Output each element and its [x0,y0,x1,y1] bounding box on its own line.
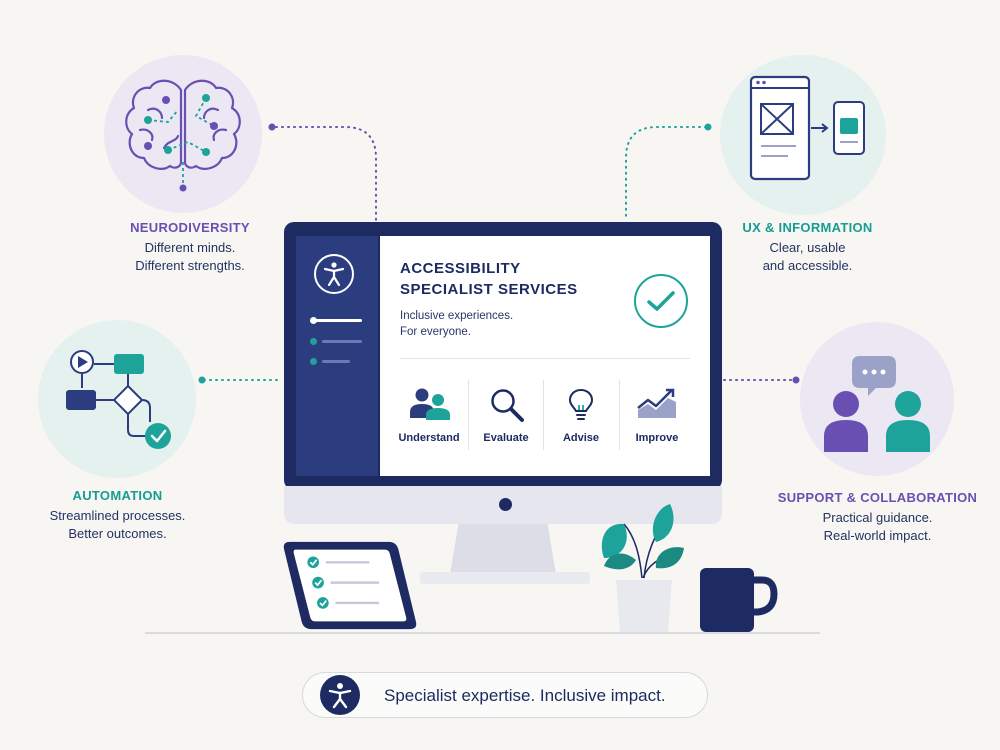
feature-desc-line: and accessible. [762,258,853,273]
service-divider [619,380,620,450]
wireframe-icon [749,75,865,181]
desk-surface [145,632,820,634]
feature-ux: UX & INFORMATION Clear, usable and acces… [715,220,900,275]
feature-desc-line: Different strengths. [135,258,245,273]
sidebar-item-dot [310,317,317,324]
screen-subtitle-line: For everyone. [400,326,471,338]
people-icon [410,388,450,420]
screen-title: ACCESSIBILITY SPECIALIST SERVICES [400,258,578,300]
mug-icon [700,568,778,632]
feature-desc-line: Real-world impact. [823,528,932,543]
people-chat-icon [824,356,930,452]
feature-automation: AUTOMATION Streamlined processes. Better… [30,488,205,543]
lightbulb-icon [568,388,594,420]
screen-subtitle-line: Inclusive experiences. [400,310,514,322]
screen-title-line: SPECIALIST SERVICES [400,281,578,298]
sidebar-item-active[interactable] [312,319,362,322]
feature-desc-line: Practical guidance. [822,510,933,525]
monitor-stand [450,524,556,574]
feature-neurodiversity: NEURODIVERSITY Different minds. Differen… [100,220,280,275]
feature-desc-line: Different minds. [144,240,236,255]
feature-title: NEURODIVERSITY [130,220,250,235]
sidebar-item[interactable] [322,340,362,343]
content-divider [400,358,690,359]
service-label-advise: Advise [562,432,600,444]
feature-support: SUPPORT & COLLABORATION Practical guidan… [770,490,985,545]
tagline-text: Specialist expertise. Inclusive impact. [384,686,666,705]
feature-title: UX & INFORMATION [742,220,873,235]
flowchart-icon [66,350,171,449]
feature-desc-line: Better outcomes. [68,526,167,541]
service-divider [543,380,544,450]
check-badge-icon [634,274,688,328]
sidebar-item[interactable] [322,360,350,363]
feature-desc-line: Clear, usable [769,240,846,255]
magnifier-icon [491,389,524,422]
screen-subtitle: Inclusive experiences. For everyone. [400,308,513,340]
power-button[interactable] [499,498,512,511]
feature-title: SUPPORT & COLLABORATION [777,490,978,505]
service-label-improve: Improve [635,432,679,444]
service-label-evaluate: Evaluate [483,432,529,444]
checklist-tablet [283,541,417,630]
plant-icon [601,504,684,632]
screen-title-line: ACCESSIBILITY [400,260,521,277]
sidebar-item-dot [310,358,317,365]
growth-chart-icon [637,388,676,418]
service-divider [468,380,469,450]
feature-desc-line: Streamlined processes. [49,508,186,523]
tagline-pill [302,672,708,718]
service-label-understand: Understand [398,432,460,444]
sidebar-item-dot [310,338,317,345]
accessibility-icon [320,675,360,715]
brain-icon [125,79,241,192]
feature-title: AUTOMATION [72,488,163,503]
monitor-base [420,572,590,584]
accessibility-logo-icon [314,254,354,294]
